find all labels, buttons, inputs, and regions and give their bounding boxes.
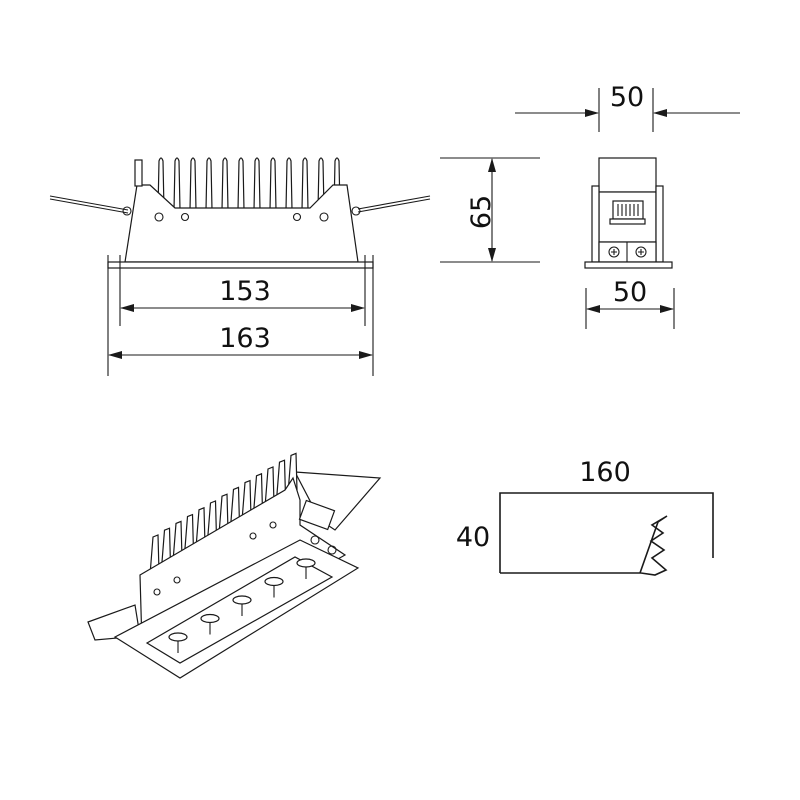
heatsink-fins xyxy=(157,157,341,211)
dimension-label-163: 163 xyxy=(219,323,271,354)
screw-icon xyxy=(319,212,329,222)
dimension-label-65: 65 xyxy=(466,195,497,229)
right-spring-coil xyxy=(351,206,361,216)
screw-icon xyxy=(608,246,620,258)
fin xyxy=(253,157,261,211)
iso-spring-coil xyxy=(298,499,336,531)
screw-cross xyxy=(611,249,644,255)
screw-icon xyxy=(635,246,647,258)
hole-icon xyxy=(249,532,257,540)
hole-icon xyxy=(173,576,181,584)
fin xyxy=(252,472,264,514)
side-view: 50 50 xyxy=(515,82,740,329)
front-flange xyxy=(107,261,374,269)
screw-icon xyxy=(310,535,320,545)
hole-icon xyxy=(180,212,190,222)
right-spring-wire xyxy=(357,195,431,210)
cutout-width-label: 40 xyxy=(456,522,490,553)
lens-icon xyxy=(232,595,252,605)
dimension-label-50-top: 50 xyxy=(610,82,644,113)
fin xyxy=(221,157,229,211)
fin xyxy=(189,157,197,211)
left-spring-coil xyxy=(122,206,132,216)
coil-turns xyxy=(617,204,639,216)
screw-icon xyxy=(327,545,337,555)
height-dimension: 65 xyxy=(440,157,540,263)
coil-base xyxy=(609,218,646,225)
cutout-outline xyxy=(499,492,714,573)
side-right-plate xyxy=(655,185,664,263)
fin xyxy=(237,157,245,211)
left-spring-wire-edge xyxy=(49,198,129,214)
side-top-block xyxy=(598,157,657,193)
right-spring-wire-edge xyxy=(357,198,431,213)
cutout-length-label: 160 xyxy=(579,457,631,488)
fin xyxy=(173,157,181,211)
fin xyxy=(269,157,277,211)
lens-icon xyxy=(200,613,220,624)
dimension-label-50-bottom: 50 xyxy=(613,277,647,308)
dimension-label-153: 153 xyxy=(219,276,271,307)
fin xyxy=(264,466,275,508)
side-flange xyxy=(584,261,673,269)
cutout-diagram: 160 40 xyxy=(456,457,714,576)
lens-icon xyxy=(296,558,316,568)
fin xyxy=(275,459,287,501)
break-line xyxy=(500,515,668,576)
fin xyxy=(205,157,213,211)
iso-lens-recess xyxy=(145,556,334,664)
side-left-plate xyxy=(591,185,600,263)
screw-icon xyxy=(269,521,277,529)
isometric-view xyxy=(87,452,382,679)
front-view: 153 163 xyxy=(49,157,431,376)
lens-icon xyxy=(168,632,188,642)
fin xyxy=(301,157,309,211)
left-spring-wire xyxy=(49,195,129,211)
top-bracket xyxy=(134,159,143,187)
screw-icon xyxy=(154,212,164,222)
hole-icon xyxy=(292,212,302,222)
lens-icon xyxy=(264,576,284,587)
screw-icon xyxy=(153,588,161,596)
fin xyxy=(285,157,293,211)
iso-lenses xyxy=(168,558,316,653)
